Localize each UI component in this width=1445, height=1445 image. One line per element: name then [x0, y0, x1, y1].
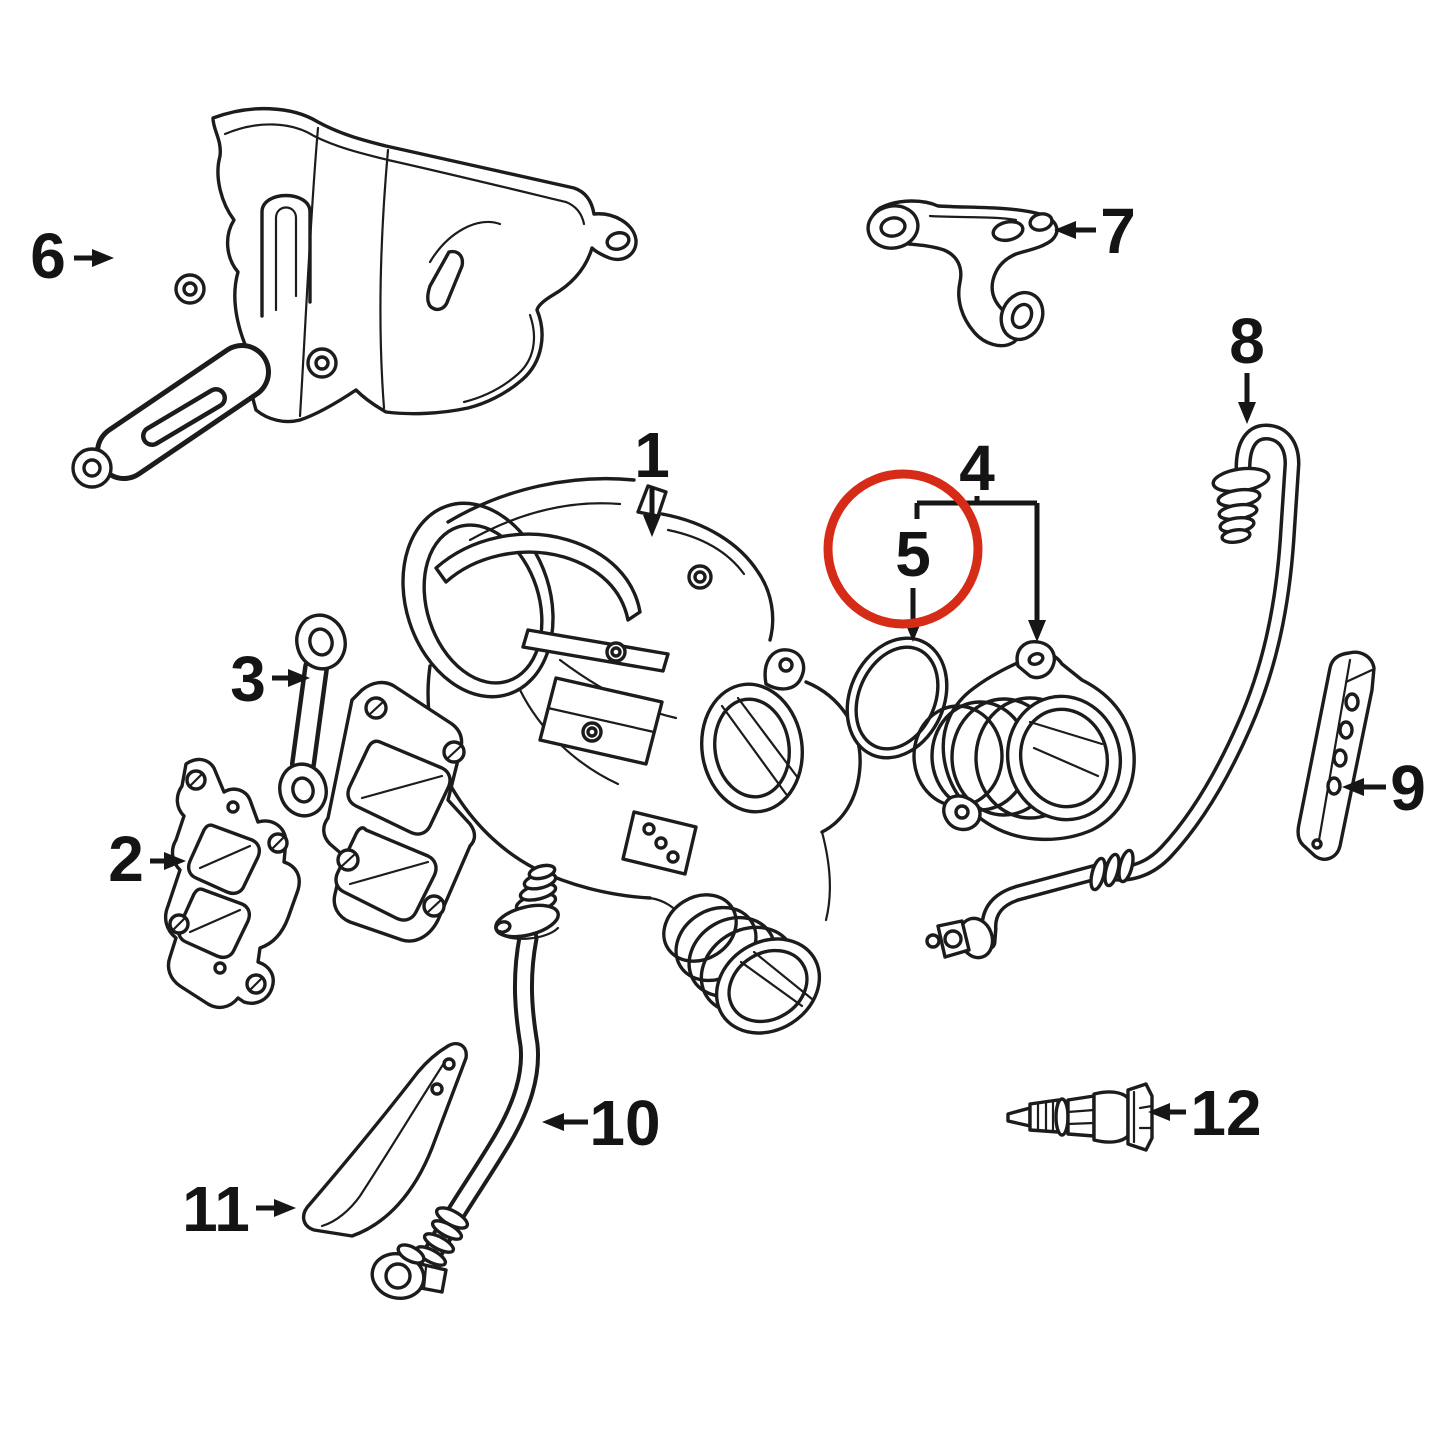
callout-9: 9: [1342, 752, 1426, 824]
callout-2-arrow-right-icon: [164, 852, 186, 870]
callout-11: 11: [182, 1173, 296, 1245]
callout-8: 8: [1229, 305, 1265, 424]
callout-2: 2: [108, 823, 186, 895]
callout-9-arrow-left-icon: [1342, 778, 1364, 796]
callout-11-arrow-right-icon: [274, 1199, 296, 1217]
callout-9-label: 9: [1390, 752, 1426, 824]
callout-6: 6: [30, 220, 114, 292]
part-oil-supply-pipe: [925, 423, 1301, 960]
callout-5-label: 5: [895, 518, 931, 590]
callout-7-arrow-left-icon: [1054, 221, 1076, 239]
part-turbocharger: [322, 476, 862, 1035]
part-heat-shield: [71, 106, 638, 489]
callout-7: 7: [1054, 195, 1136, 267]
callout-5: 5: [895, 518, 931, 590]
callout-3-label: 3: [230, 643, 266, 715]
part-coupling: [912, 640, 1136, 842]
part-gasket: [163, 757, 301, 1010]
part-oil-return-pipe: [370, 863, 560, 1300]
part-upper-bracket: [866, 199, 1059, 348]
callout-8-arrow-down-icon: [1238, 402, 1256, 424]
callout-12-arrow-left-icon: [1148, 1103, 1170, 1121]
callout-4: 4: [904, 432, 1046, 642]
callout-10-arrow-left-icon: [542, 1113, 564, 1131]
callout-1-label: 1: [634, 419, 670, 491]
callout-1-arrow-down-icon: [643, 515, 661, 537]
callout-8-label: 8: [1229, 305, 1265, 377]
part-shield-strip: [302, 1041, 468, 1238]
callout-4-bracket-line: [910, 496, 1040, 622]
callout-10-label: 10: [589, 1087, 660, 1159]
highlight-circle: [823, 469, 983, 629]
callout-1: 1: [634, 419, 670, 537]
part-link: [278, 613, 347, 818]
part-support-strip: [1296, 650, 1376, 861]
callout-10: 10: [542, 1087, 661, 1159]
callout-6-label: 6: [30, 220, 66, 292]
callout-4-arrow-down-icon: [1028, 620, 1046, 642]
callout-2-label: 2: [108, 823, 144, 895]
callout-12: 12: [1148, 1077, 1262, 1149]
callout-11-label: 11: [182, 1173, 250, 1245]
callouts: 1 2 3 4 5 6 7: [30, 195, 1426, 1245]
callout-7-label: 7: [1100, 195, 1136, 267]
part-sensor: [1006, 1082, 1154, 1152]
callout-3: 3: [230, 643, 310, 715]
callout-12-label: 12: [1190, 1077, 1261, 1149]
callout-6-arrow-right-icon: [92, 249, 114, 267]
callout-4-label: 4: [959, 432, 995, 504]
callout-3-arrow-right-icon: [288, 669, 310, 687]
